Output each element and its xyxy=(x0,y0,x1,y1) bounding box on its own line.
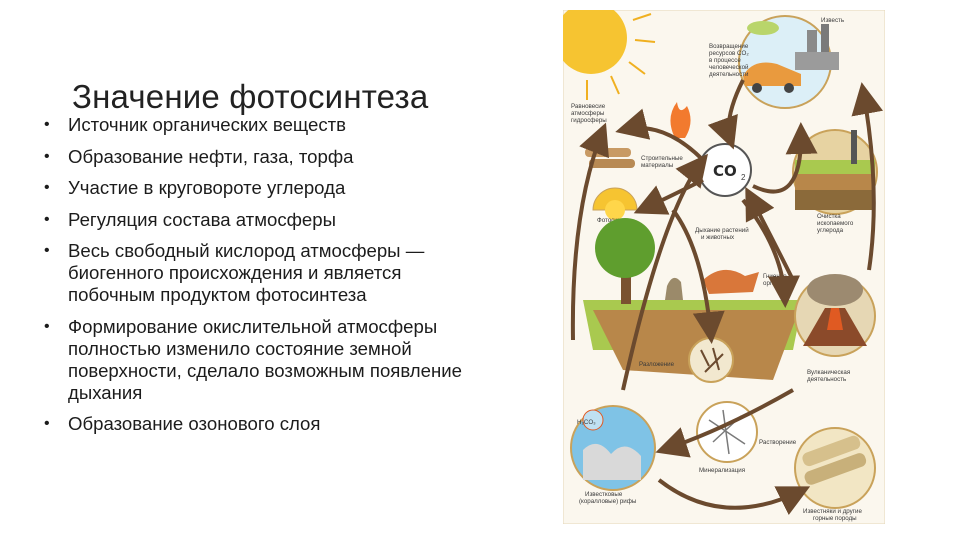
decomposition-icon xyxy=(688,337,734,383)
photosynthesis-icon xyxy=(592,187,638,220)
label-respiration-2: и животных xyxy=(701,234,735,241)
bullet-dot: • xyxy=(44,210,50,228)
label-water-co2: H₂CO₃ xyxy=(577,419,596,426)
label-mineral: Минерализация xyxy=(699,467,745,474)
co2-label: CO xyxy=(713,162,737,180)
label-building-1: Строительные xyxy=(641,155,683,162)
label-rocks-1: Известняки и другие xyxy=(803,508,862,515)
label-fuel-3: углерода xyxy=(817,227,844,234)
bullet-item: • Формирование окислительной атмосферы по… xyxy=(44,316,464,404)
bullet-text: Участие в круговороте углерода xyxy=(68,177,346,198)
slide-title: Значение фотосинтеза xyxy=(72,78,429,116)
label-rocks-2: горные породы xyxy=(813,515,857,522)
volcano-icon xyxy=(794,274,876,357)
fire-icon xyxy=(670,102,691,138)
label-human-4: человеческой xyxy=(709,64,749,71)
label-human-1: Возвращение xyxy=(709,43,749,50)
label-fuel-1: Очистка xyxy=(817,213,841,220)
label-human-2: ресурсов CO₂ xyxy=(709,50,749,57)
label-respiration-1: Дыхание растений xyxy=(695,227,749,234)
label-atmo-3: гидросферы xyxy=(571,117,607,124)
fuel-icon xyxy=(792,129,878,215)
bullet-dot: • xyxy=(44,242,50,259)
bullet-text: Образование озонового слоя xyxy=(68,413,321,434)
label-limestone-1: Известковые xyxy=(585,491,623,498)
label-atmo-2: атмосферы xyxy=(571,110,605,117)
bullet-item: • Источник органических веществ xyxy=(44,114,464,136)
co2-subscript: 2 xyxy=(741,173,746,182)
bullet-item: • Участие в круговороте углерода xyxy=(44,177,464,199)
bullet-list: • Источник органических веществ • Образова… xyxy=(44,114,464,445)
reef-icon xyxy=(570,405,656,491)
bullet-dot: • xyxy=(44,317,50,335)
carbon-cycle-diagram: Известь Возвращение ресурсов CO₂ в проце… xyxy=(563,10,885,524)
bullet-text: Образование нефти, газа, торфа xyxy=(68,145,354,167)
bullet-item: • Регуляция состава атмосферы xyxy=(44,209,464,231)
carbon-cycle-svg: Известь Возвращение ресурсов CO₂ в проце… xyxy=(563,10,885,524)
bullet-dot: • xyxy=(44,415,50,432)
label-industry: Известь xyxy=(821,17,844,24)
fox-icon xyxy=(703,269,759,294)
bullet-dot: • xyxy=(44,147,50,165)
label-limestone-2: (коралловые) рифы xyxy=(579,498,637,505)
label-volcanic-2: деятельность xyxy=(807,376,846,383)
hare-icon xyxy=(665,277,683,300)
bullet-dot: • xyxy=(44,116,50,133)
bullet-item: • Образование озонового слоя xyxy=(44,413,464,435)
label-atmo-1: Равновесие xyxy=(571,103,606,110)
bullet-text: Источник органических веществ xyxy=(68,114,347,135)
bullet-text: Весь свободный кислород атмосферы — биог… xyxy=(68,240,425,305)
sun-icon xyxy=(563,10,656,100)
bullet-item: • Образование нефти, газа, торфа xyxy=(44,146,464,168)
co2-center: CO 2 xyxy=(698,143,752,197)
label-volcanic-1: Вулканическая xyxy=(807,369,850,376)
bullet-text: Регуляция состава атмосферы xyxy=(68,208,336,230)
label-decomposition: Разложение xyxy=(639,361,675,368)
label-fuel-2: ископаемого xyxy=(817,220,854,227)
cycle-arrows xyxy=(570,79,883,516)
bullet-item: • Весь свободный кислород атмосферы — био… xyxy=(44,240,464,306)
label-dissolution: Растворение xyxy=(759,439,797,446)
label-building-2: материалы xyxy=(641,162,674,169)
label-human-5: деятельности xyxy=(709,71,749,78)
bullet-text: Формирование окислительной атмосферы пол… xyxy=(68,315,462,403)
factory-car-icon xyxy=(738,15,839,109)
bullet-dot: • xyxy=(44,179,50,196)
rocks-icon xyxy=(794,427,876,509)
label-human-3: в процессе xyxy=(709,57,741,64)
